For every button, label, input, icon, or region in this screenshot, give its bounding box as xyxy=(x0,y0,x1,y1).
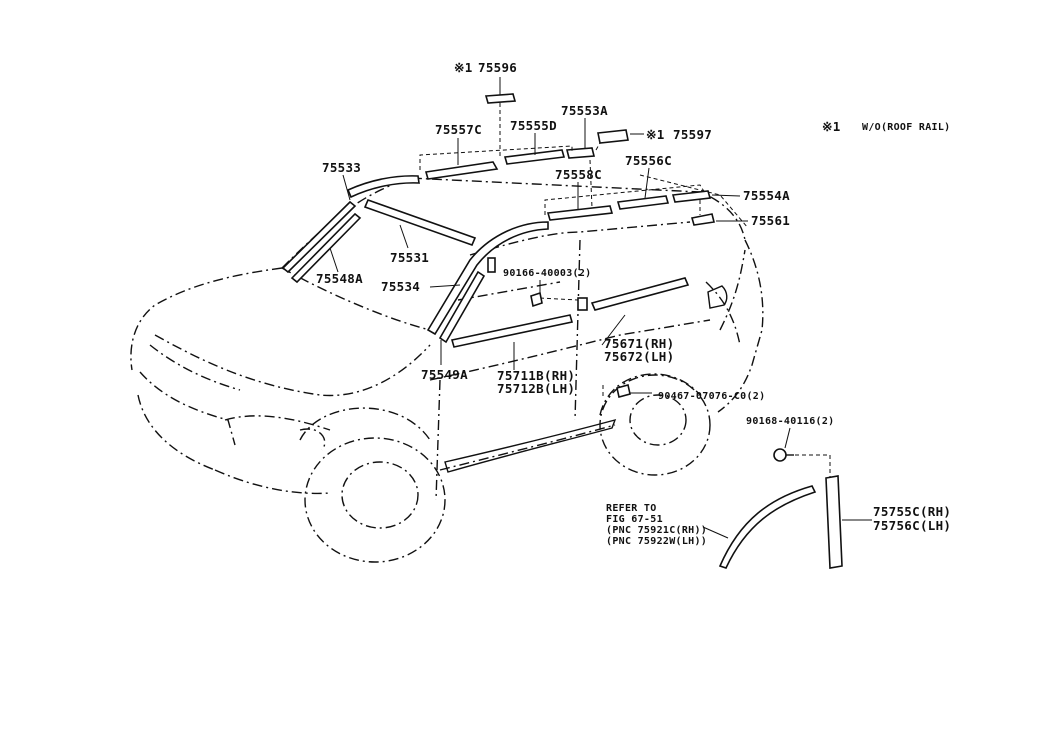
refer-line2: FIG 67-51 xyxy=(606,514,663,525)
part-label-75558C: 75558C xyxy=(555,167,602,182)
part-label-90166-40003: 90166-40003(2) xyxy=(503,268,592,279)
clip-90166 xyxy=(530,291,543,308)
part-label-75756C: 75756C(LH) xyxy=(873,518,951,533)
cap-75561 xyxy=(690,213,715,226)
part-label-75553A: 75553A xyxy=(561,103,608,118)
windshield-moldings xyxy=(281,175,477,284)
refer-line3: (PNC 75921C(RH)) xyxy=(606,525,707,536)
part-label-90467: 90467-07076-C0(2) xyxy=(658,391,765,402)
part-label-75711B: 75711B(RH) xyxy=(497,368,575,383)
part-label-75561: 75561 xyxy=(751,213,790,228)
part-label-75712B: 75712B(LH) xyxy=(497,381,575,396)
wheel-arch-parts xyxy=(718,448,843,569)
molding-75548A xyxy=(290,212,362,284)
molding-75555D xyxy=(503,149,566,165)
part-label-75555D: 75555D xyxy=(510,118,557,133)
part-label-75533: 75533 xyxy=(322,160,361,175)
mark2-label: ※1 xyxy=(646,127,665,142)
molding-75553A xyxy=(565,147,596,159)
part-label-75549A: 75549A xyxy=(421,367,468,382)
clip-90467 xyxy=(616,384,631,398)
part-label-75755C: 75755C(RH) xyxy=(873,504,951,519)
part-label-75672: 75672(LH) xyxy=(604,349,674,364)
molding-75534 xyxy=(426,221,549,336)
vehicle-outline xyxy=(130,177,764,563)
legend-mark: ※1 xyxy=(822,119,841,134)
refer-line1: REFER TO xyxy=(606,503,657,514)
part-label-75548A: 75548A xyxy=(316,271,363,286)
molding-75554A xyxy=(671,190,712,203)
roof-moldings xyxy=(424,93,715,226)
molding-75549A xyxy=(438,270,486,344)
molding-75533 xyxy=(281,200,357,274)
cap-75596 xyxy=(484,93,517,104)
door-moldings xyxy=(450,277,690,398)
part-label-75556C: 75556C xyxy=(625,153,672,168)
part-label-75557C: 75557C xyxy=(435,122,482,137)
part-labels: ※1 75596 75557C 75555D 75553A ※1 75597 ※… xyxy=(316,60,951,547)
part-label-75534: 75534 xyxy=(381,279,420,294)
part-label-75597: 75597 xyxy=(673,127,712,142)
legend-text: W/O(ROOF RAIL) xyxy=(862,122,951,133)
molding-75558C xyxy=(546,205,614,221)
arch-molding-75921C xyxy=(718,485,817,569)
clip-b xyxy=(577,297,588,311)
cap-75597 xyxy=(597,129,629,144)
pillar-moldings xyxy=(426,221,549,344)
guide-lines xyxy=(419,103,831,480)
part-label-75531: 75531 xyxy=(390,250,429,265)
part-label-75596: 75596 xyxy=(478,60,517,75)
clip-a xyxy=(487,257,496,273)
molding-75755C xyxy=(825,475,843,569)
molding-75556C xyxy=(616,195,670,210)
mark1-label: ※1 xyxy=(454,60,473,75)
roof-molding-front xyxy=(346,175,420,199)
part-label-90168: 90168-40116(2) xyxy=(746,416,835,427)
leader-lines xyxy=(329,77,872,539)
molding-75557C xyxy=(424,161,499,180)
clip-90168 xyxy=(773,448,787,462)
part-label-75671: 75671(RH) xyxy=(604,336,674,351)
molding-75531 xyxy=(363,198,477,247)
refer-line4: (PNC 75922W(LH)) xyxy=(606,536,707,547)
part-label-75554A: 75554A xyxy=(743,188,790,203)
molding-75711B xyxy=(450,314,574,348)
molding-75671 xyxy=(590,277,690,311)
